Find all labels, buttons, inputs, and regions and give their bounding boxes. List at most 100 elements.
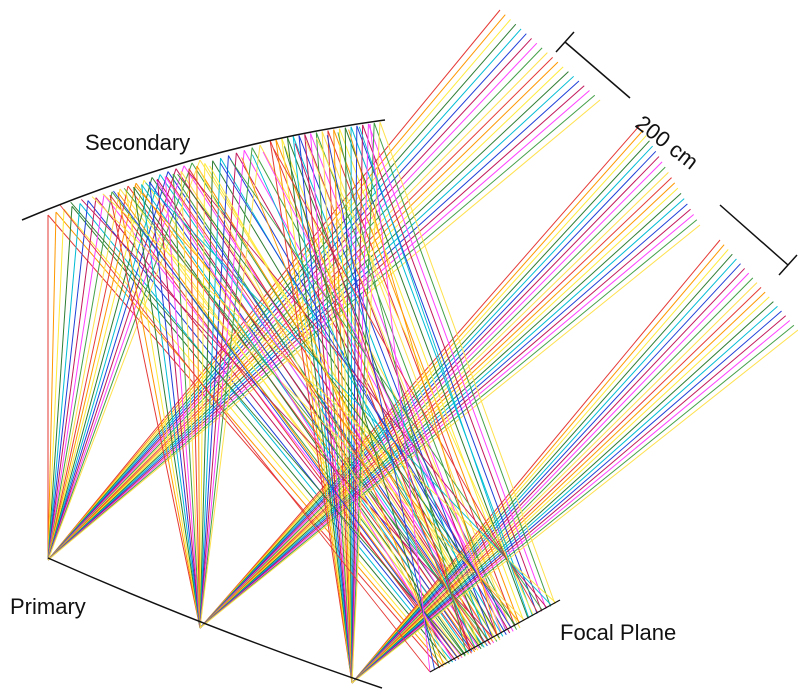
ray <box>337 132 467 653</box>
ray <box>298 135 493 639</box>
ray <box>159 174 485 648</box>
ray <box>109 194 456 661</box>
ray <box>273 148 538 613</box>
ray <box>47 214 441 669</box>
ray <box>113 190 458 658</box>
ray <box>55 211 444 667</box>
ray <box>199 158 222 629</box>
ray <box>47 168 177 561</box>
ray <box>379 121 556 605</box>
ray <box>199 140 650 629</box>
ray <box>117 192 201 629</box>
ray <box>315 132 507 631</box>
ray <box>333 129 520 624</box>
ray <box>304 134 353 684</box>
ray <box>241 157 444 665</box>
ray <box>47 209 65 561</box>
ray <box>103 194 463 658</box>
ray <box>47 42 538 561</box>
ray <box>47 206 73 561</box>
ray <box>275 138 475 648</box>
ray <box>362 124 543 612</box>
scale-label: 200 cm <box>631 110 703 174</box>
ray <box>281 138 353 684</box>
ray <box>351 301 774 684</box>
ray <box>351 268 745 684</box>
scale-bar <box>555 31 798 276</box>
ray <box>262 151 507 630</box>
ray <box>151 177 482 650</box>
ray <box>199 155 229 629</box>
ray <box>230 160 543 611</box>
ray <box>47 33 527 561</box>
ray <box>71 205 450 664</box>
ray <box>164 176 201 629</box>
ray <box>321 131 353 684</box>
ray <box>286 136 484 643</box>
ray <box>188 168 201 629</box>
ray <box>123 187 489 641</box>
ray <box>47 165 185 561</box>
ray <box>125 189 201 629</box>
ray <box>167 171 488 647</box>
ray <box>199 198 685 629</box>
ray <box>351 123 369 684</box>
ray <box>79 203 454 663</box>
ray <box>148 181 201 629</box>
ray <box>351 282 758 684</box>
ray <box>292 136 489 641</box>
light-rays <box>47 9 798 684</box>
ray <box>172 173 201 629</box>
ray <box>199 163 206 629</box>
ray <box>59 204 431 673</box>
ray <box>351 296 770 684</box>
ray <box>180 171 201 629</box>
ray <box>199 152 237 629</box>
ray <box>351 263 741 684</box>
ray <box>102 193 556 603</box>
focal-plane <box>429 599 561 673</box>
ray <box>351 239 721 684</box>
ray <box>47 159 201 561</box>
ray <box>198 168 449 663</box>
ray <box>199 124 641 629</box>
ray <box>70 201 462 655</box>
ray <box>344 127 353 684</box>
secondary-label: Secondary <box>85 130 190 155</box>
ray <box>47 183 137 561</box>
ray <box>294 143 471 650</box>
primary-label: Primary <box>10 594 86 619</box>
ray <box>199 219 698 629</box>
ray <box>199 177 672 629</box>
ray <box>286 137 353 684</box>
ray <box>199 145 653 629</box>
ray <box>199 166 666 629</box>
ray <box>351 125 358 684</box>
ray <box>327 130 353 684</box>
ray <box>199 208 691 629</box>
ray <box>156 179 201 629</box>
ray <box>351 122 375 684</box>
ray <box>373 122 551 607</box>
ray <box>369 123 431 673</box>
ray <box>351 277 754 684</box>
ray <box>196 166 201 629</box>
ray <box>47 66 564 561</box>
ray <box>47 188 121 561</box>
ray <box>348 129 498 635</box>
ray <box>209 165 480 645</box>
ray <box>351 124 364 684</box>
ray <box>284 146 440 668</box>
ray <box>47 200 89 561</box>
ray <box>351 121 381 684</box>
ray <box>172 173 483 647</box>
ray <box>367 123 547 610</box>
ray <box>47 203 81 561</box>
ray <box>358 126 530 618</box>
ray <box>91 196 525 621</box>
ray <box>47 162 193 561</box>
ray <box>117 192 459 659</box>
ray <box>47 197 97 561</box>
ray <box>155 179 453 660</box>
